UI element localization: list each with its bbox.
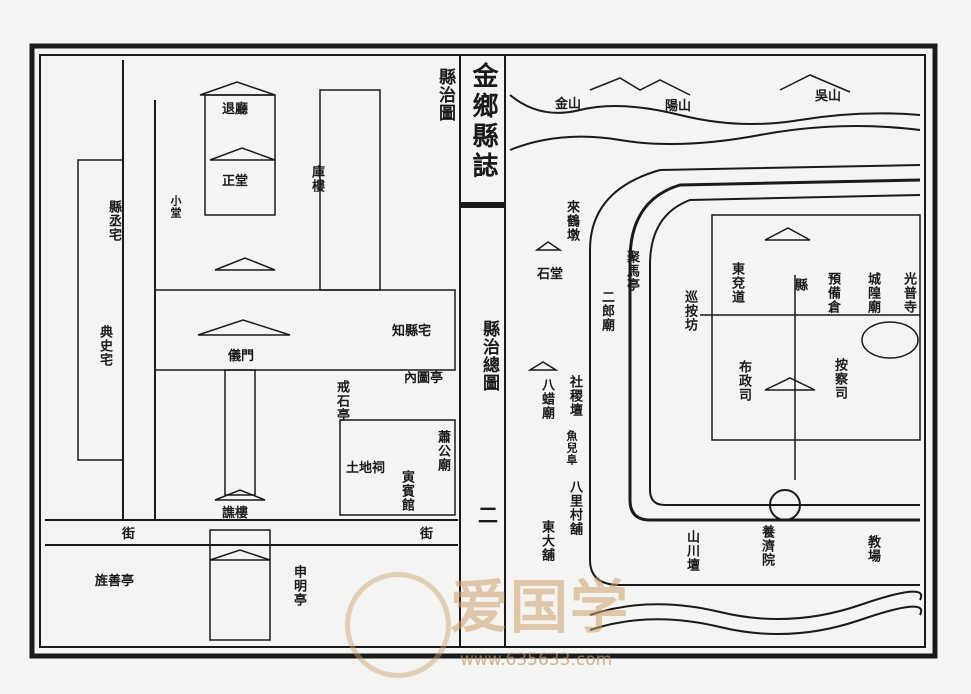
map-label: 二郎廟 <box>599 290 614 332</box>
map-label: 典史宅 <box>97 325 112 367</box>
watermark-url: www.635633.com <box>460 650 613 670</box>
map-label: 金山 <box>555 97 582 112</box>
map-label: 布政司 <box>736 360 751 402</box>
left-map-title: 縣治圖 <box>435 68 455 122</box>
map-label: 魚兒阜 <box>565 430 578 466</box>
map-label: 東兗道 <box>729 262 744 304</box>
map-label: 土地祠 <box>346 461 386 476</box>
map-label: 陽山 <box>665 99 692 114</box>
map-label: 按察司 <box>832 358 847 400</box>
map-label: 教場 <box>865 535 880 563</box>
map-label: 儀門 <box>228 349 255 364</box>
map-label: 來鶴墩 <box>564 200 579 242</box>
map-label: 正堂 <box>222 174 249 189</box>
map-label: 預備倉 <box>825 272 840 314</box>
map-label: 申明亭 <box>291 565 306 607</box>
map-label: 縣 <box>792 278 807 292</box>
map-label: 養濟院 <box>759 525 774 567</box>
map-label: 知縣宅 <box>392 324 432 339</box>
map-label: 山川壇 <box>684 530 699 572</box>
watermark-text: 爱国学 <box>450 573 631 641</box>
map-label: 街 <box>420 527 434 542</box>
map-label: 內圖亭 <box>404 371 444 386</box>
map-label: 吳山 <box>815 89 842 104</box>
map-label: 寅賓館 <box>399 470 414 512</box>
map-label: 社稷壇 <box>567 375 582 417</box>
page-number: 二 <box>478 503 498 527</box>
map-label: 巡按坊 <box>682 290 697 332</box>
map-label: 退廳 <box>222 102 249 117</box>
watermark-seal <box>345 572 451 678</box>
map-label: 聚馬亭 <box>624 250 639 292</box>
map-label: 戒石亭 <box>334 380 349 422</box>
map-label: 東大舖 <box>539 520 554 562</box>
map-label: 小堂 <box>169 195 182 219</box>
map-label: 八里村舖 <box>567 480 582 536</box>
map-label: 光普寺 <box>901 272 916 314</box>
map-label: 八蜡廟 <box>539 378 554 420</box>
map-label: 譙樓 <box>222 506 249 521</box>
map-label: 庫樓 <box>309 165 324 193</box>
map-label: 縣丞宅 <box>106 200 121 242</box>
right-map-title: 縣治總圖 <box>479 320 499 392</box>
map-label: 蕭公廟 <box>435 430 450 472</box>
map-label: 石堂 <box>537 267 564 282</box>
map-label: 城隍廟 <box>865 272 880 314</box>
map-label: 旌善亭 <box>95 574 135 589</box>
map-label: 街 <box>122 527 136 542</box>
book-title: 金鄉縣誌 <box>468 62 498 182</box>
